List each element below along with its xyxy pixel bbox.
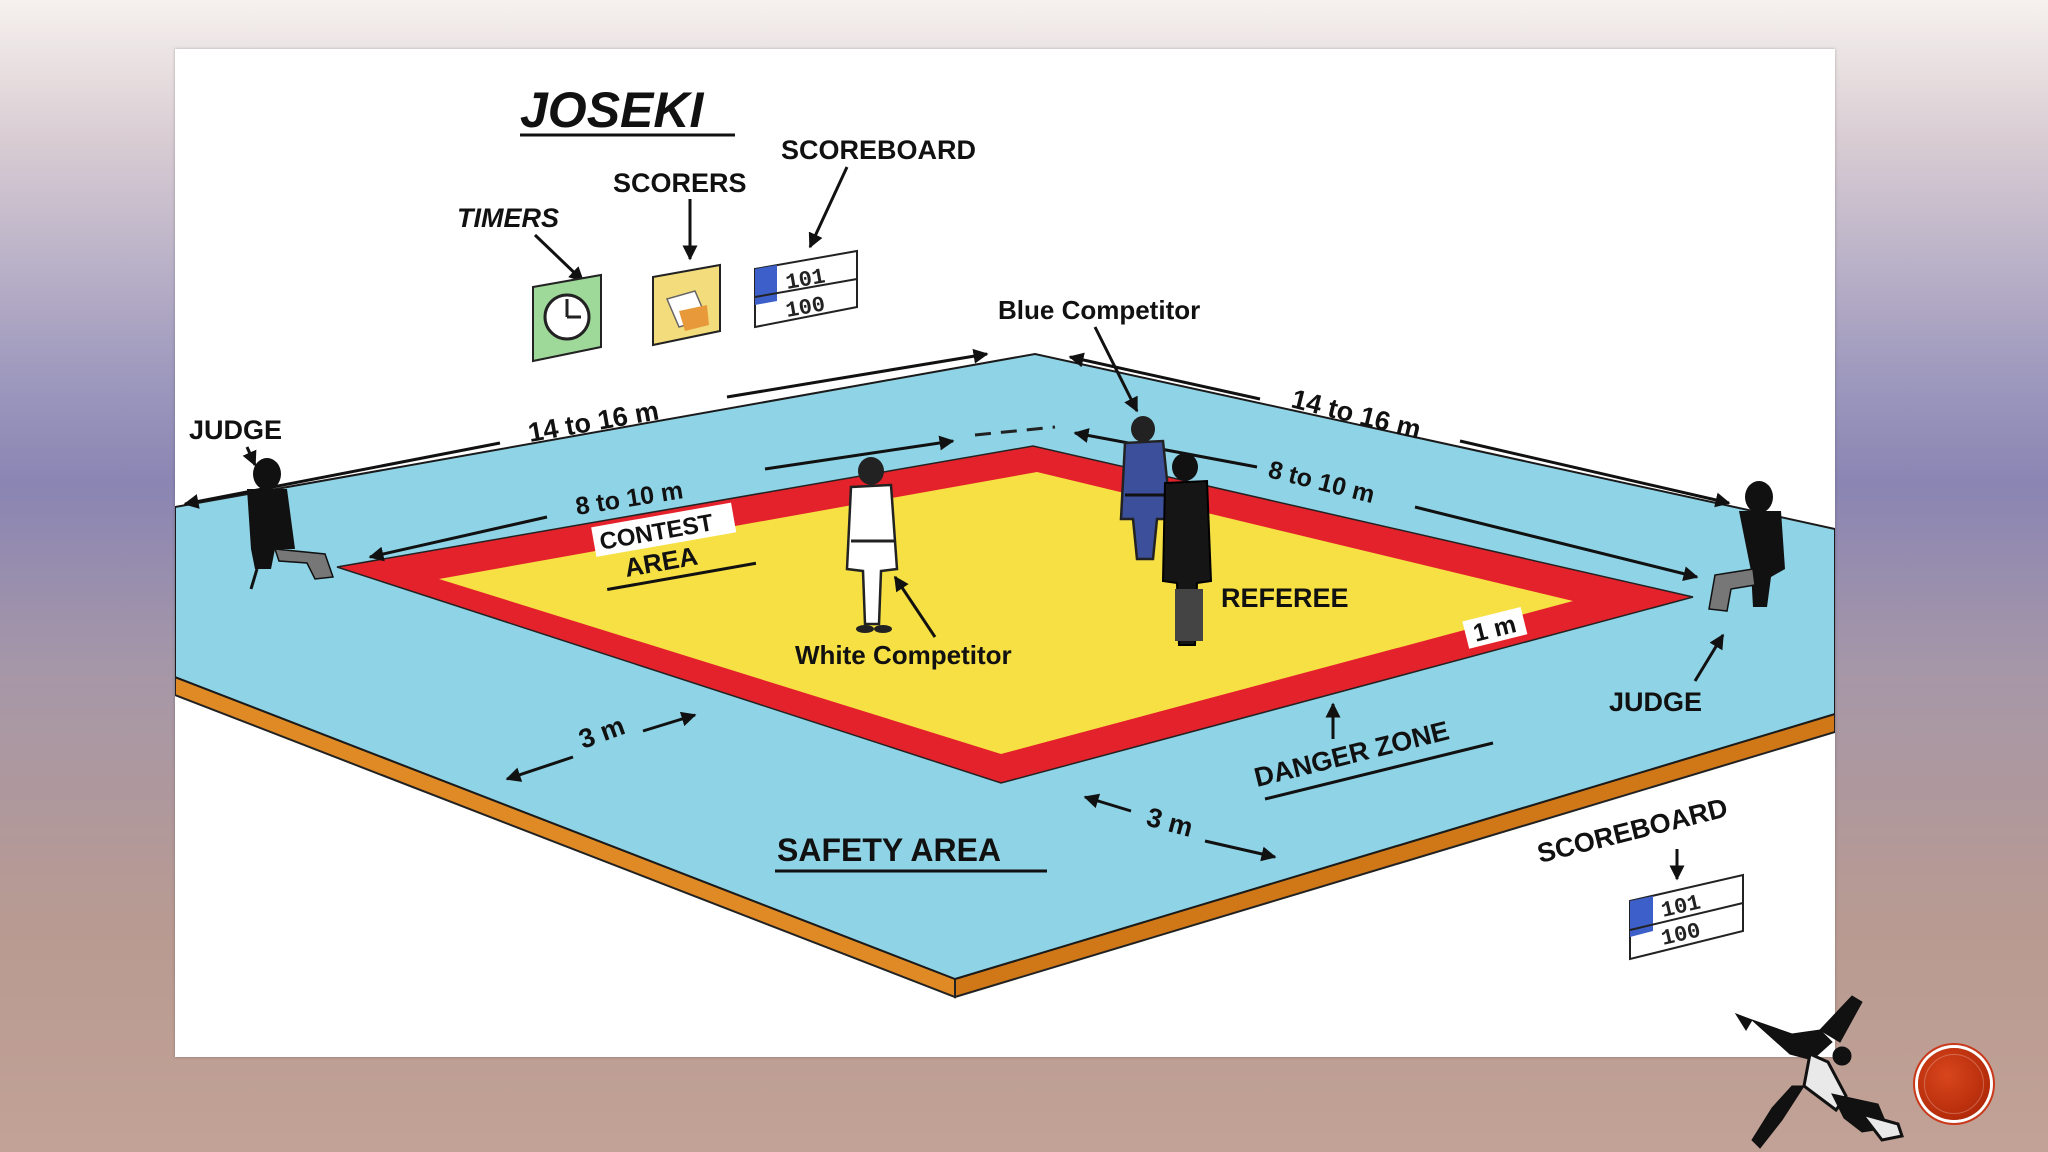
next-slide-button[interactable] [1918, 1048, 1990, 1120]
outer-arrow-left-b [726, 348, 989, 399]
referee-label: REFEREE [1221, 583, 1349, 613]
safety-arrow-right-a [1083, 793, 1132, 813]
timers-box [532, 273, 602, 363]
danger-zone-underline [1264, 741, 1494, 801]
timers-label: TIMERS [457, 203, 559, 233]
referee-figure [1161, 453, 1213, 646]
blue-competitor-figure [1119, 416, 1173, 561]
outer-arrow-right-a [1068, 352, 1261, 401]
blue-competitor-arrow [1093, 326, 1139, 413]
safety-arrow-right-b [1204, 839, 1277, 862]
white-competitor-label: White Competitor [795, 640, 1012, 670]
white-competitor-arrow [893, 575, 937, 638]
scorers-label: SCORERS [613, 168, 747, 198]
judo-throw-decoration [1734, 995, 1904, 1149]
scoreboard-top: 101 100 [754, 249, 858, 329]
inner-arrow-right-b [1414, 505, 1699, 582]
joseki-diagram: JOSEKI TIMERS SCORERS SCOREBOARD 101 100… [175, 82, 1835, 999]
outer-arrow-left-a [183, 441, 501, 509]
contest-area [439, 472, 1573, 754]
judge-right-label: JUDGE [1609, 687, 1702, 717]
judge-left-figure [247, 458, 335, 590]
scoreboard-bottom: 101 100 [1629, 873, 1744, 961]
outer-arrow-right-b [1459, 439, 1731, 508]
scorers-box [652, 263, 721, 347]
inner-arrow-left-b [764, 435, 955, 471]
inner-arrow-left-a [368, 515, 548, 562]
judge-left-label: JUDGE [189, 415, 282, 445]
safety-arrow-left-a [505, 755, 574, 782]
diagram-title: JOSEKI [520, 82, 705, 138]
scoreboard-top-label: SCOREBOARD [781, 135, 976, 165]
blue-competitor-label: Blue Competitor [998, 295, 1200, 325]
white-competitor-figure [845, 457, 899, 633]
inner-arrow-right-a [1073, 428, 1258, 469]
safety-arrow-left-b [642, 711, 697, 733]
scoreboard-top-arrow [808, 166, 849, 249]
safety-area-label: SAFETY AREA [777, 832, 1001, 868]
danger-gap-line [974, 425, 1056, 437]
diagram-figure: JOSEKI TIMERS SCORERS SCOREBOARD 101 100… [175, 49, 1835, 1057]
judge-left-arrow [242, 446, 257, 467]
timers-arrow [533, 233, 585, 283]
judge-right-figure [1708, 481, 1785, 612]
judge-right-arrow [1693, 633, 1725, 682]
contest-area-label: CONTEST AREA [591, 502, 757, 591]
